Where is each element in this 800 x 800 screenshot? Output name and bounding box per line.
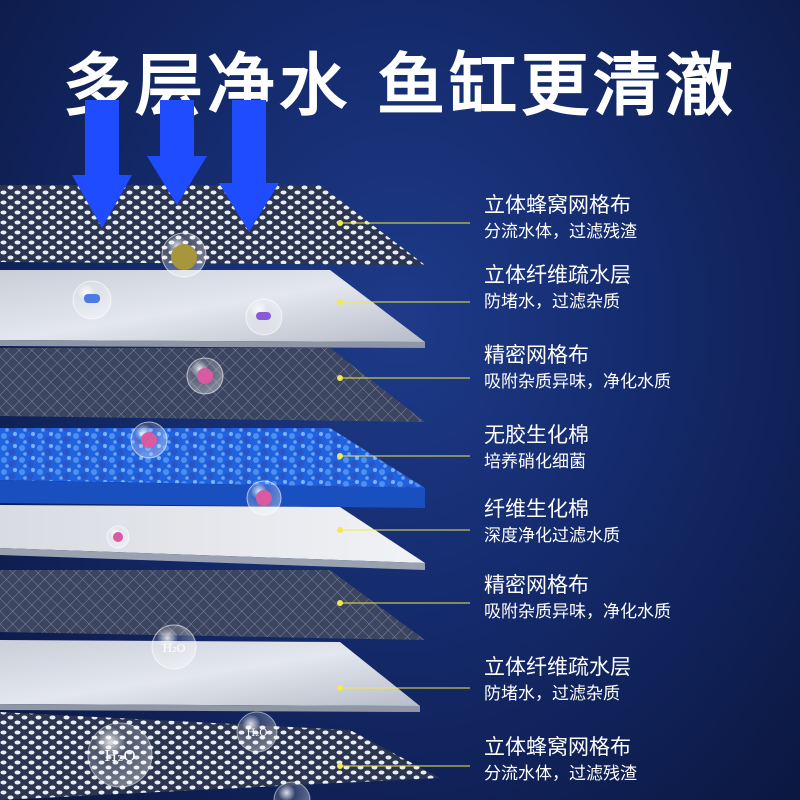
layer-title: 纤维生化棉 <box>484 497 589 521</box>
layer-1-honeycomb <box>0 185 425 265</box>
germ-bubble-icon <box>106 525 130 549</box>
water-bubble-label: H₂O <box>104 747 135 765</box>
germ-bubble-icon <box>246 480 282 516</box>
layer-7-fiber <box>0 640 420 712</box>
layer-desc: 防堵水，过滤杂质 <box>484 684 620 704</box>
water-bubble-icon: H₂O <box>151 624 197 670</box>
water-bubble-icon: H₂O <box>87 722 153 788</box>
layer-label: 立体蜂窝网格布 分流水体，过滤残渣 <box>484 734 637 786</box>
layer-desc: 吸附杂质异味，净化水质 <box>484 602 671 622</box>
layer-desc: 培养硝化细菌 <box>484 452 586 472</box>
down-arrow-icon <box>72 100 132 228</box>
layer-title: 立体纤维疏水层 <box>484 655 631 679</box>
water-bubble-icon <box>273 781 311 800</box>
layer-4-blue-sponge <box>0 428 425 508</box>
layer-8-honeycomb <box>0 712 440 800</box>
bacteria-bubble-icon <box>245 298 283 336</box>
connector-lines <box>340 222 470 767</box>
layer-6-mesh <box>0 570 425 640</box>
layer-title: 立体纤维疏水层 <box>484 263 631 287</box>
layer-title: 立体蜂窝网格布 <box>484 193 631 217</box>
layer-5-white-cotton <box>0 505 425 570</box>
down-arrow-icon <box>219 100 279 232</box>
layer-desc: 防堵水，过滤杂质 <box>484 292 620 312</box>
layer-desc: 分流水体，过滤残渣 <box>484 764 637 784</box>
debris-bubble-icon <box>161 232 207 278</box>
layer-desc: 深度净化过滤水质 <box>484 526 620 546</box>
germ-bubble-icon <box>186 357 224 395</box>
water-bubble-icon: H₂O <box>236 711 278 753</box>
headline-part-2: 鱼缸更清澈 <box>377 47 738 126</box>
layer-title: 精密网格布 <box>484 573 589 597</box>
layer-label: 立体纤维疏水层 防堵水，过滤杂质 <box>484 654 631 706</box>
connector-dots <box>337 220 343 769</box>
layer-label: 无胶生化棉 培养硝化细菌 <box>484 422 589 474</box>
layer-desc: 分流水体，过滤残渣 <box>484 222 637 242</box>
layer-2-fiber <box>0 270 425 348</box>
layer-title: 精密网格布 <box>484 343 589 367</box>
bacteria-bubble-icon <box>72 280 112 320</box>
down-arrow-icon <box>147 100 207 205</box>
water-bubble-label: H₂O <box>162 642 185 655</box>
layer-title: 无胶生化棉 <box>484 423 589 447</box>
layer-label: 纤维生化棉 深度净化过滤水质 <box>484 496 620 548</box>
layer-title: 立体蜂窝网格布 <box>484 735 631 759</box>
layer-label: 精密网格布 吸附杂质异味，净化水质 <box>484 342 671 394</box>
germ-bubble-icon <box>130 421 168 459</box>
water-bubble-label: H₂O <box>247 728 268 739</box>
layer-label: 立体蜂窝网格布 分流水体，过滤残渣 <box>484 192 637 244</box>
layer-label: 立体纤维疏水层 防堵水，过滤杂质 <box>484 262 631 314</box>
layer-label: 精密网格布 吸附杂质异味，净化水质 <box>484 572 671 624</box>
layer-desc: 吸附杂质异味，净化水质 <box>484 372 671 392</box>
